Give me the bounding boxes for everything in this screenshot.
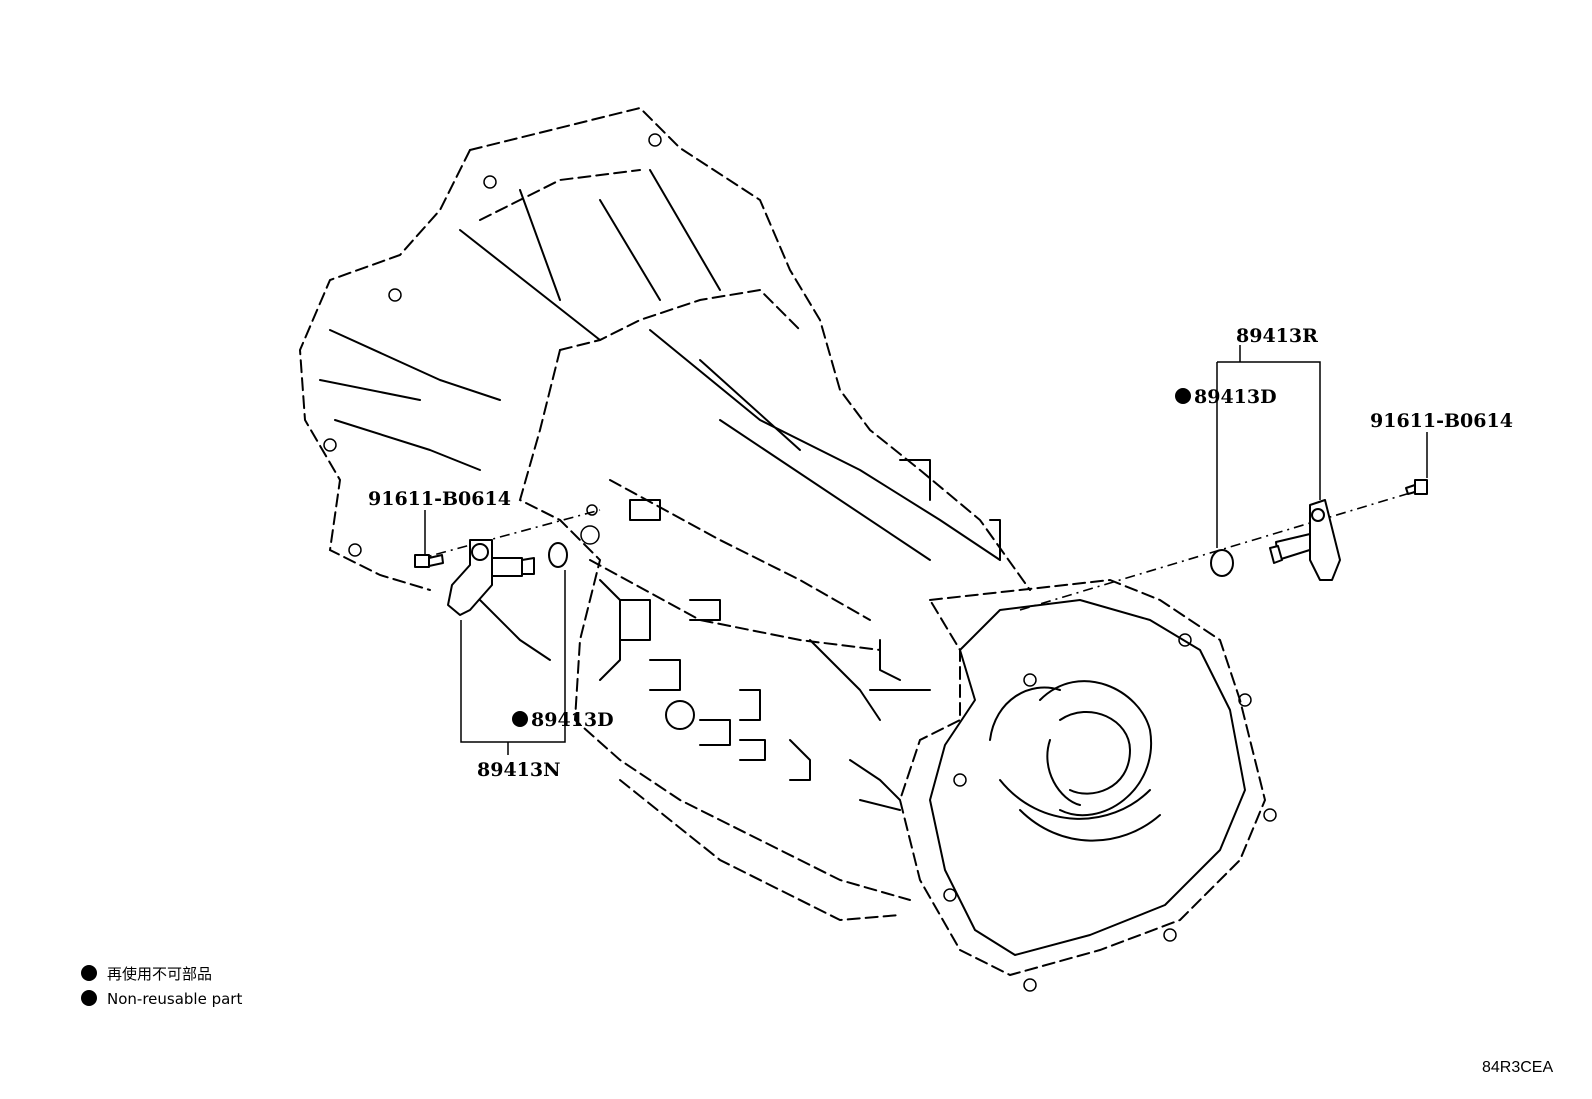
label-sensor-left: 89413N [477, 759, 560, 781]
legend: 再使用不可部品 Non-reusable part [81, 965, 242, 1008]
legend-text-en: Non-reusable part [107, 990, 242, 1008]
right-o-ring [1210, 549, 1234, 577]
label-oring-right: 89413D [1194, 386, 1277, 408]
right-sensor-assembly [1019, 345, 1428, 611]
transmission-housing-illustration [298, 106, 1277, 992]
left-bolt [414, 554, 444, 568]
non-reusable-marker-right [1175, 388, 1191, 404]
figure-code: 84R3CEA [1482, 1059, 1553, 1076]
right-speed-sensor [1269, 499, 1341, 581]
label-bolt-left: 91611-B0614 [368, 488, 511, 510]
left-o-ring [548, 542, 568, 568]
left-sensor-assembly [414, 509, 601, 755]
label-sensor-right: 89413R [1236, 325, 1318, 347]
right-bolt [1405, 479, 1428, 495]
non-reusable-marker-left [512, 711, 528, 727]
label-bolt-right: 91611-B0614 [1370, 410, 1513, 432]
left-speed-sensor [447, 539, 535, 616]
left-assembly-axis [414, 509, 601, 561]
label-oring-left: 89413D [531, 709, 614, 731]
legend-marker-en [81, 990, 97, 1006]
legend-marker-jp [81, 965, 97, 981]
legend-text-jp: 再使用不可部品 [107, 965, 212, 983]
right-assembly-axis [1019, 489, 1421, 611]
